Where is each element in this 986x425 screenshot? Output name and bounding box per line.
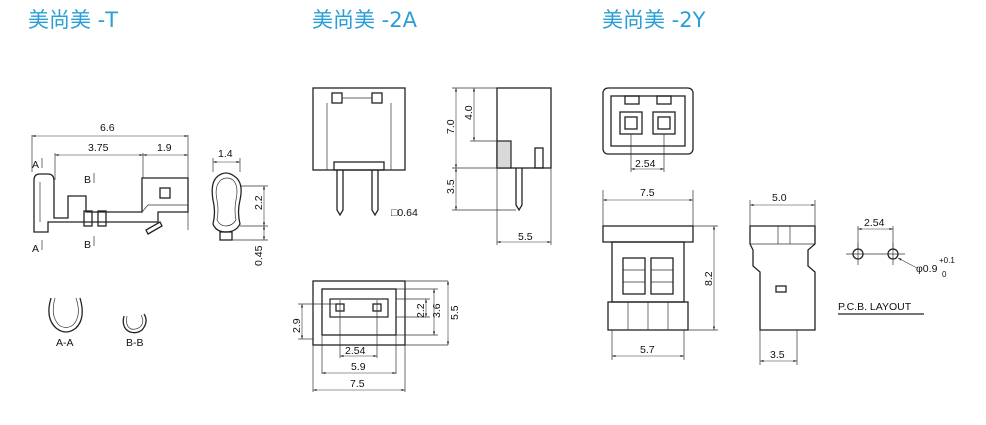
dim-0-45: 0.45: [253, 245, 265, 266]
pcb-caption: P.C.B. LAYOUT: [838, 301, 912, 313]
dim-5-9: 5.9: [351, 361, 366, 373]
dim-3-75: 3.75: [88, 142, 109, 154]
housing-2y-top-view: 2.54: [602, 87, 694, 172]
pcb-tol-plus: +0.1: [939, 256, 955, 265]
pcb-layout: 2.54 φ0.9 +0.1 0 P.C.B. LAYOUT: [838, 217, 955, 315]
header-2y: 美尚美 -2Y: [602, 8, 706, 32]
dim-5-7: 5.7: [640, 344, 655, 356]
dim-8-2: 8.2: [703, 271, 715, 286]
housing-2y-front-view: 7.5 8.2 5.7: [602, 187, 718, 360]
housing-2a-front-view: □0.64: [312, 87, 418, 219]
dim-1-4: 1.4: [218, 148, 233, 160]
dim-7-5: 7.5: [350, 378, 365, 390]
dim-2-9: 2.9: [291, 318, 303, 333]
pcb-tol-zero: 0: [942, 270, 947, 279]
section-a-top: A: [32, 159, 39, 171]
housing-2a-top-view: 2.54 5.9 7.5 2.9 2.2 3.6 5.5: [291, 280, 461, 392]
housing-2y-side-view: 5.0 3.5: [749, 192, 816, 365]
dim-2-54-2y: 2.54: [635, 158, 656, 170]
dim-5-5: 5.5: [518, 231, 533, 243]
dim-7-0: 7.0: [445, 119, 457, 134]
dim-2-54: 2.54: [345, 345, 366, 357]
pcb-hole: φ0.9: [916, 263, 938, 275]
section-b-top: B: [84, 174, 91, 186]
pcb-pitch: 2.54: [864, 217, 885, 229]
header-2t: 美尚美 -T: [28, 8, 119, 32]
label-b-b: B-B: [126, 337, 144, 349]
dim-2-2-top: 2.2: [415, 303, 427, 318]
section-a-bottom: A: [32, 243, 39, 255]
dim-1-9: 1.9: [157, 142, 172, 154]
label-a-a: A-A: [56, 337, 74, 349]
terminal-end-view: 1.4 2.2 0.45: [211, 148, 268, 266]
dim-3-5-2y: 3.5: [770, 349, 785, 361]
dim-2-2: 2.2: [253, 195, 265, 210]
dim-3-5: 3.5: [445, 179, 457, 194]
dim-4-0: 4.0: [463, 105, 475, 120]
housing-2a-side-view: 7.0 4.0 3.5 5.5: [445, 87, 552, 245]
header-2a: 美尚美 -2A: [312, 8, 417, 32]
pin-size: □0.64: [391, 207, 418, 219]
dim-5-0: 5.0: [772, 192, 787, 204]
dim-5-5-top: 5.5: [449, 305, 461, 320]
dim-3-6: 3.6: [431, 303, 443, 318]
terminal-side-view: 6.6 3.75 1.9 A A B B: [31, 122, 189, 255]
dim-6-6: 6.6: [100, 122, 115, 134]
dim-7-5-2y: 7.5: [640, 187, 655, 199]
section-views: A-A B-B: [48, 297, 147, 349]
section-b-bottom: B: [84, 239, 91, 251]
